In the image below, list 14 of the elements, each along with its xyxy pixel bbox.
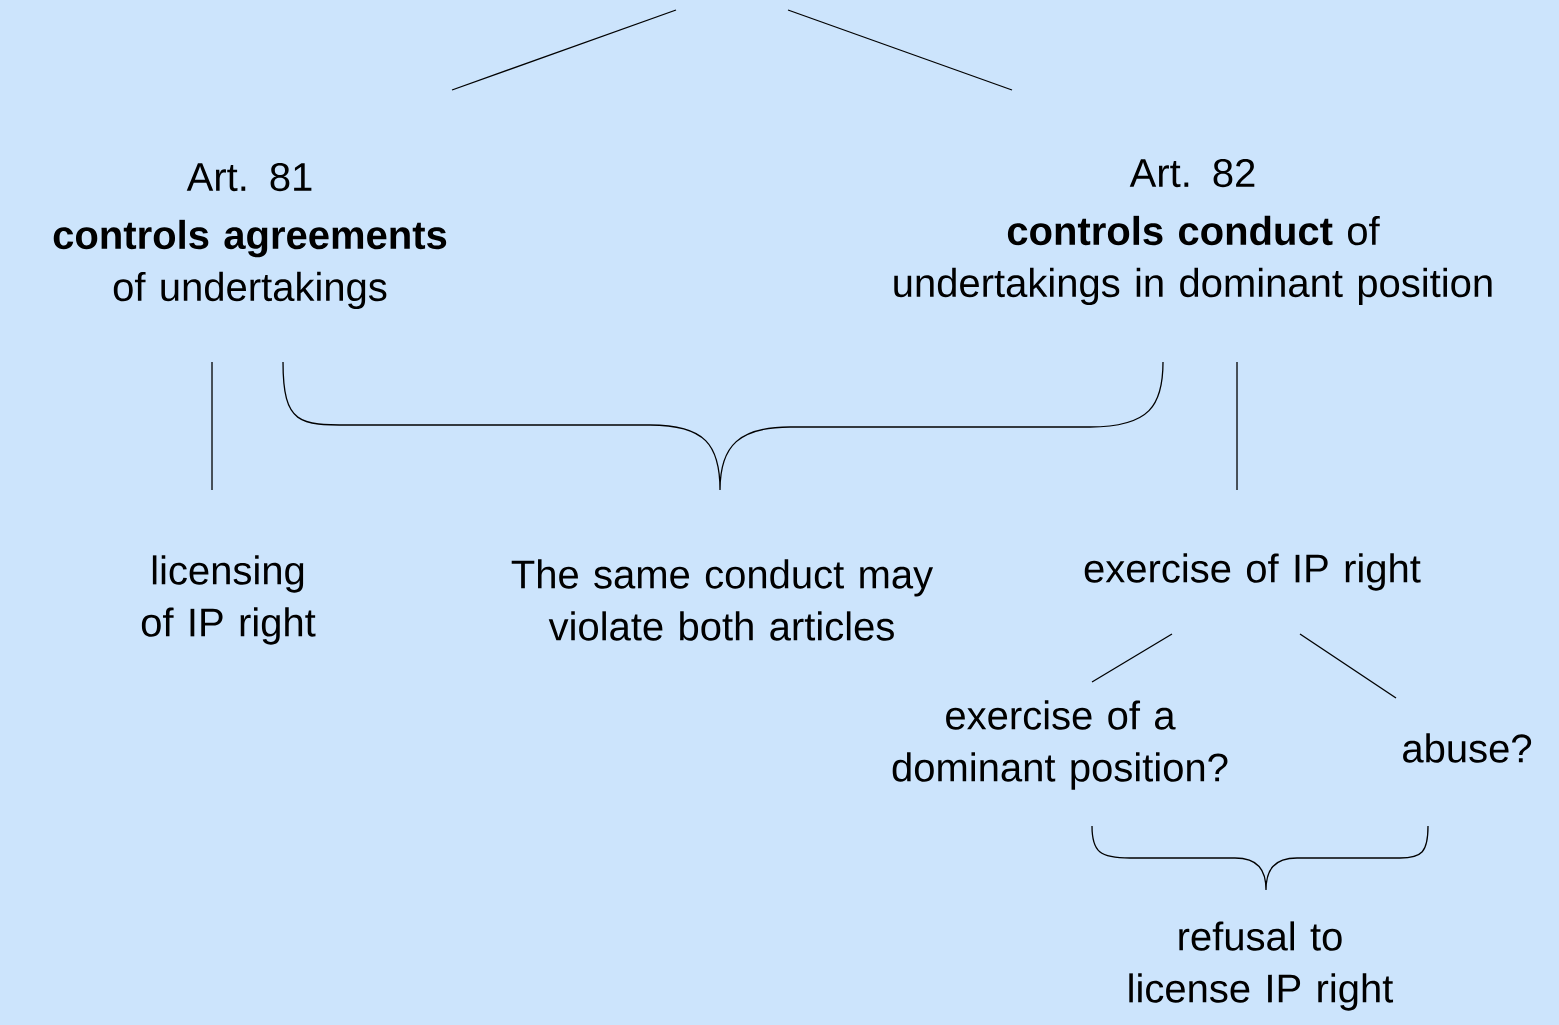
text-label: exercise of IP right [1084,553,1421,591]
article-heading: Art. 82 controls conduct of undertakings in dominant position [894,158,1492,306]
text-label: licensing of IP right [141,555,316,645]
connector-line [1236,361,1238,491]
article-heading: Art. 81 controls agreements of undertakings [53,162,447,310]
text-label: refusal to license IP right [1129,921,1394,1011]
text-label: abuse? [1403,733,1532,763]
connector-line [1091,633,1173,683]
connector-line [787,9,1013,91]
text-label: exercise of a dominant position? [892,700,1228,790]
connector-line [211,361,213,491]
text-label: The same conduct may violate both articles [511,559,934,641]
connector-line [1299,633,1397,699]
connector-line [451,9,677,91]
